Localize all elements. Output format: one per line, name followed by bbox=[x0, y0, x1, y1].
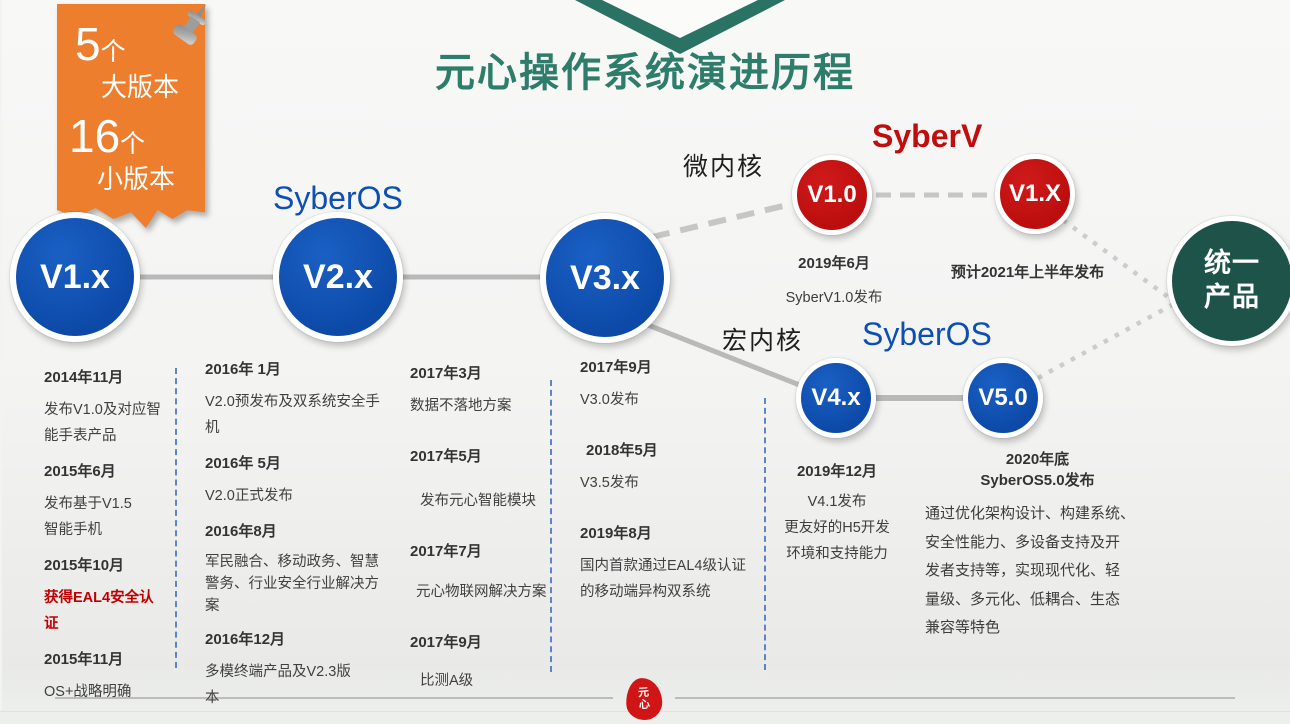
caption-date: SyberOS5.0发布 bbox=[980, 472, 1095, 489]
milestone-entry: 2015年6月 发布基于V1.5 智能手机 bbox=[44, 463, 132, 538]
column-divider bbox=[764, 398, 766, 670]
milestone-entry: 2018年5月 V3.5发布 bbox=[580, 442, 658, 491]
milestone-entry: 2015年11月 OS+战略明确 bbox=[44, 651, 132, 700]
milestone-entry: 2017年9月 比测A级 bbox=[410, 634, 482, 689]
caption-syberv-v1x: 预计2021年上半年发布 bbox=[935, 261, 1120, 282]
syberos-top-label: SyberOS bbox=[273, 180, 403, 216]
timeline-node-v2x: V2.x bbox=[273, 212, 403, 342]
column-divider bbox=[550, 380, 552, 672]
caption-line: 环境和支持能力 bbox=[786, 546, 888, 562]
caption-line: SyberV1.0发布 bbox=[785, 290, 883, 306]
note-major-label: 大版本 bbox=[101, 72, 180, 103]
node-label: V1.0 bbox=[807, 181, 857, 208]
timeline-node-v4x: V4.x bbox=[796, 358, 876, 438]
node-label: V2.x bbox=[303, 257, 373, 296]
caption-v50: 2020年底 SyberOS5.0发布 通过优化架构设计、构建系统、 安全性能力… bbox=[925, 448, 1150, 643]
milestone-entry: 2016年 1月 V2.0预发布及双系统安全手 机 bbox=[205, 361, 380, 436]
macro-kernel-label: 宏内核 bbox=[722, 327, 804, 355]
milestone-entry: 2016年 5月 V2.0正式发布 bbox=[205, 455, 293, 504]
node-label: V4.x bbox=[811, 384, 861, 411]
note-minor-label: 小版本 bbox=[97, 163, 176, 194]
logo-char: 元 bbox=[637, 686, 650, 700]
footer-rule-left bbox=[55, 697, 613, 699]
page-title: 元心操作系统演进历程 bbox=[435, 51, 855, 95]
milestone-entry: 2017年5月 发布元心智能模块 bbox=[410, 448, 536, 509]
micro-kernel-label: 微内核 bbox=[683, 153, 765, 181]
caption-paragraph: 通过优化架构设计、构建系统、 安全性能力、多设备支持及开 发者支持等，实现现代化… bbox=[925, 505, 1136, 636]
milestone-column-v1: 2014年11月 发布V1.0及对应智 能手表产品 2015年6月 发布基于V1… bbox=[44, 366, 179, 716]
footer-rule-right bbox=[675, 697, 1235, 699]
caption-date: 2019年12月 bbox=[796, 463, 878, 480]
timeline-node-v3x: V3.x bbox=[540, 213, 670, 343]
chevron-ribbon-icon bbox=[575, 0, 785, 54]
node-label: V1.X bbox=[1008, 180, 1062, 207]
node-label: V5.0 bbox=[978, 384, 1028, 411]
version-count-note: 5个 大版本 16个 小版本 bbox=[57, 4, 207, 228]
caption-date: 预计2021年上半年发布 bbox=[950, 264, 1105, 281]
timeline-node-syberv-v10: V1.0 bbox=[792, 155, 872, 235]
unified-product-node: 统一 产品 bbox=[1167, 216, 1290, 346]
note-minor-count: 16个 bbox=[69, 109, 146, 162]
syberv-label: SyberV bbox=[872, 118, 983, 154]
milestone-entry: 2016年8月 军民融合、移动政务、智慧 警务、行业安全行业解决方 案 bbox=[205, 523, 379, 614]
caption-date: 2020年底 bbox=[1005, 451, 1070, 468]
node-label: V3.x bbox=[570, 258, 640, 297]
milestone-entry: 2017年7月 元心物联网解决方案 bbox=[410, 543, 547, 600]
timeline-node-v50: V5.0 bbox=[963, 358, 1043, 438]
timeline-node-v1x: V1.x bbox=[10, 212, 140, 342]
milestone-entry: 2016年12月 多模终端产品及V2.3版 本 bbox=[205, 631, 351, 706]
caption-line: 更友好的H5开发 bbox=[784, 520, 890, 536]
timeline-node-syberv-v1x: V1.X bbox=[995, 154, 1075, 234]
note-paper: 5个 大版本 16个 小版本 bbox=[57, 4, 205, 228]
milestone-column-v3: 2017年9月 V3.0发布 2018年5月 V3.5发布 2019年8月 国内… bbox=[580, 356, 765, 616]
caption-date: 2019年6月 bbox=[798, 255, 870, 272]
milestone-column-v2: 2016年 1月 V2.0预发布及双系统安全手 机 2016年 5月 V2.0正… bbox=[205, 358, 400, 722]
note-major-count: 5个 bbox=[75, 18, 126, 70]
column-divider bbox=[175, 368, 177, 668]
milestone-entry-highlight: 2015年10月 获得EAL4安全认 证 bbox=[44, 557, 154, 632]
unified-product-label: 统一 产品 bbox=[1204, 248, 1260, 312]
caption-line: V4.1发布 bbox=[807, 494, 867, 510]
milestone-entry: 2017年3月 数据不落地方案 bbox=[410, 365, 512, 414]
pushpin-icon bbox=[173, 4, 207, 45]
milestone-column-v2b: 2017年3月 数据不落地方案 2017年5月 发布元心智能模块 2017年7月… bbox=[410, 362, 560, 705]
node-label: V1.x bbox=[40, 257, 110, 296]
milestone-entry: 2019年8月 国内首款通过EAL4级认证 的移动端异构双系统 bbox=[580, 525, 746, 600]
milestone-entry: 2014年11月 发布V1.0及对应智 能手表产品 bbox=[44, 369, 161, 444]
milestone-entry: 2017年9月 V3.0发布 bbox=[580, 359, 652, 408]
caption-syberv-v10: 2019年6月 SyberV1.0发布 bbox=[768, 252, 900, 311]
syberos-bottom-label: SyberOS bbox=[862, 316, 992, 352]
caption-v4x: 2019年12月 V4.1发布 更友好的H5开发 环境和支持能力 bbox=[768, 460, 906, 567]
logo-char: 心 bbox=[638, 698, 651, 712]
